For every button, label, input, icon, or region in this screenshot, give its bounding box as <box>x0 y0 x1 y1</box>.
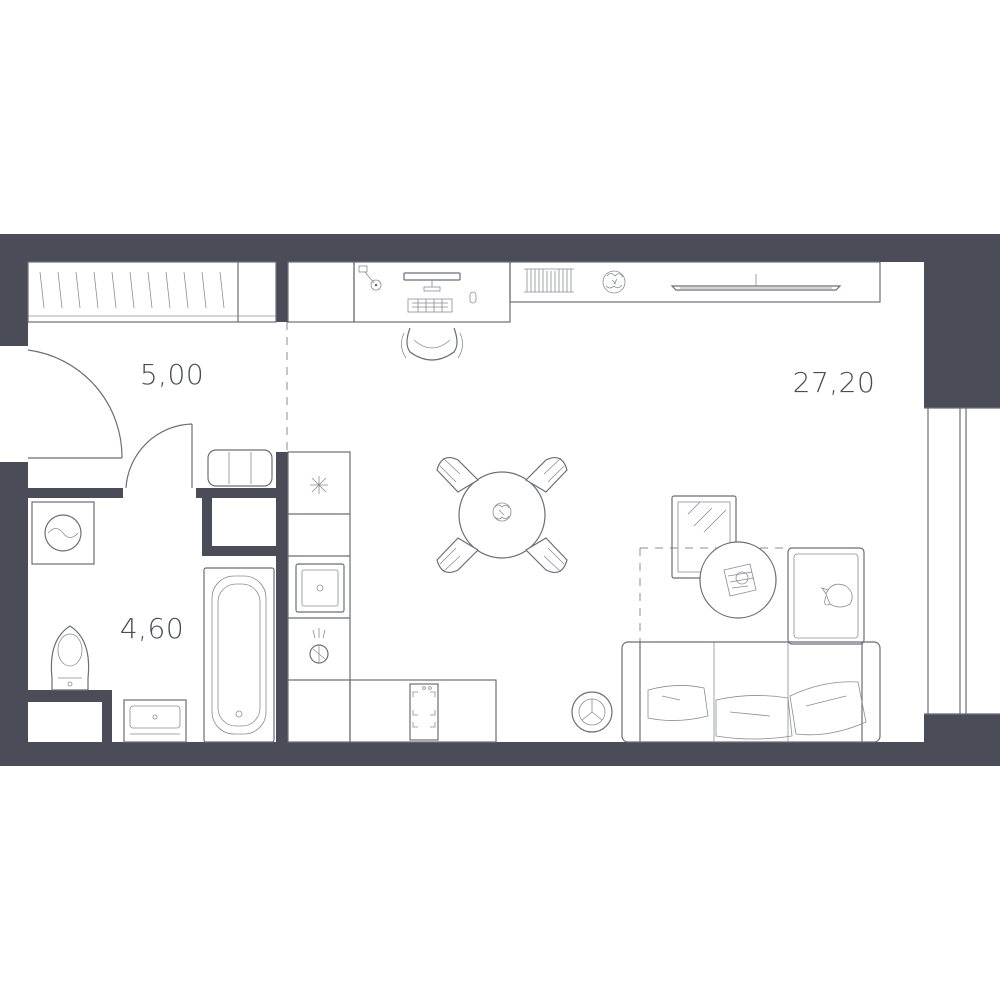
robot-vacuum-icon <box>571 691 613 733</box>
dining-chair-icon <box>436 537 479 573</box>
dining-chair-icon <box>525 457 568 493</box>
tv-icon <box>670 274 842 291</box>
walls <box>0 234 1000 766</box>
office-chair-icon <box>401 327 463 361</box>
armchair-icon <box>787 547 865 645</box>
monitor-icon <box>403 272 461 292</box>
wall-partition-kitchen <box>276 452 288 742</box>
wall-left-lower <box>0 462 28 766</box>
washbasin-icon <box>123 699 187 743</box>
wall-right-upper <box>924 234 1000 408</box>
door-icon <box>125 423 193 489</box>
pouf-icon <box>207 449 273 487</box>
wall-duct-side <box>202 498 212 556</box>
kitchen-counter-icon <box>287 451 497 743</box>
sofa-icon <box>621 641 881 743</box>
keyboard-icon <box>407 298 453 313</box>
wardrobe-icon <box>27 261 277 323</box>
plant-icon <box>492 502 512 522</box>
wall-right-lower <box>924 714 1000 766</box>
washing-machine-icon <box>31 501 95 565</box>
dining-chair-icon <box>436 457 479 493</box>
cat-icon <box>821 583 853 608</box>
wall-partition-top <box>276 262 288 322</box>
plant-icon <box>602 270 626 294</box>
bathroom-area-label: 4,60 <box>120 612 184 645</box>
window-icon <box>924 407 1000 715</box>
bathtub-icon <box>203 567 275 743</box>
dining-chair-icon <box>525 537 568 573</box>
cabinet-icon <box>287 261 355 323</box>
coffee-table-icon <box>699 541 777 619</box>
wall-duct-bottom <box>202 546 276 556</box>
bookshelf-icon <box>524 268 574 293</box>
desk-icon <box>353 261 511 323</box>
wall-bath-left <box>28 488 123 498</box>
wall-top <box>0 234 1000 262</box>
toilet-icon <box>50 625 90 691</box>
wall-bath-right <box>196 488 276 498</box>
wall-left-upper <box>0 234 28 346</box>
living-area-label: 27,20 <box>793 366 876 399</box>
wall-bottom <box>0 742 1000 766</box>
hall-area-label: 5,00 <box>140 358 204 391</box>
sink-icon <box>295 563 345 613</box>
stove-icon <box>409 683 439 741</box>
tap-icon <box>309 628 329 664</box>
door-icon <box>27 349 123 459</box>
tv-stand-icon <box>509 261 881 303</box>
dining-table-icon <box>458 471 546 559</box>
wall-niche-top <box>28 690 112 702</box>
wall-niche-side <box>102 690 112 742</box>
mouse-icon <box>469 291 477 304</box>
